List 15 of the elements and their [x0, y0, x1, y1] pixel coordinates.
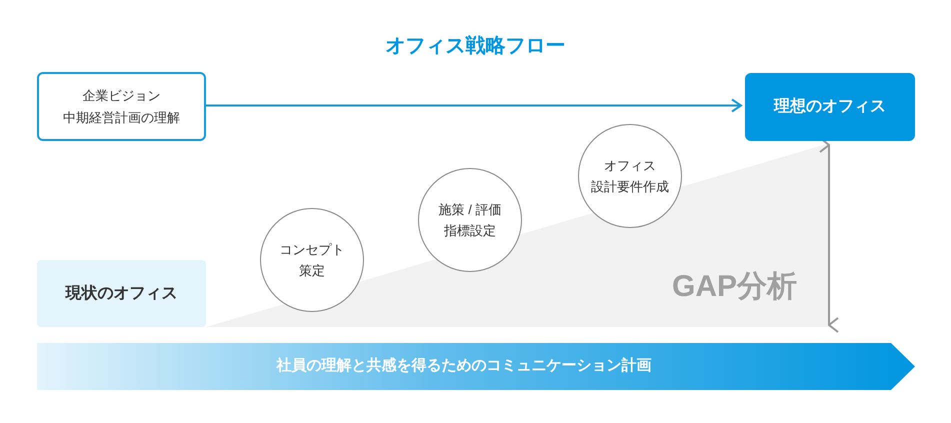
process-box	[37, 72, 206, 141]
node-text: 理想のオフィス	[774, 96, 886, 117]
node-text: 施策 / 評価指標設定	[438, 201, 502, 240]
node-text: 設計要件作成	[591, 178, 669, 196]
gap-label: GAP分析	[672, 269, 798, 305]
diagram-title: オフィス戦略フロー	[386, 34, 566, 59]
node-text: コンセプト策定	[278, 241, 346, 280]
node-text: 企業ビジョン	[82, 86, 160, 104]
node-text: オフィス	[604, 157, 656, 175]
arrow	[206, 98, 742, 112]
current-state-box	[37, 260, 206, 327]
node-text: 現状のオフィス	[66, 284, 178, 304]
goal-box	[745, 73, 915, 141]
node-text: 社員の理解と共感を得るためのコミュニケーション計画	[276, 356, 652, 376]
node-text: 中期経営計画の理解	[63, 108, 180, 126]
